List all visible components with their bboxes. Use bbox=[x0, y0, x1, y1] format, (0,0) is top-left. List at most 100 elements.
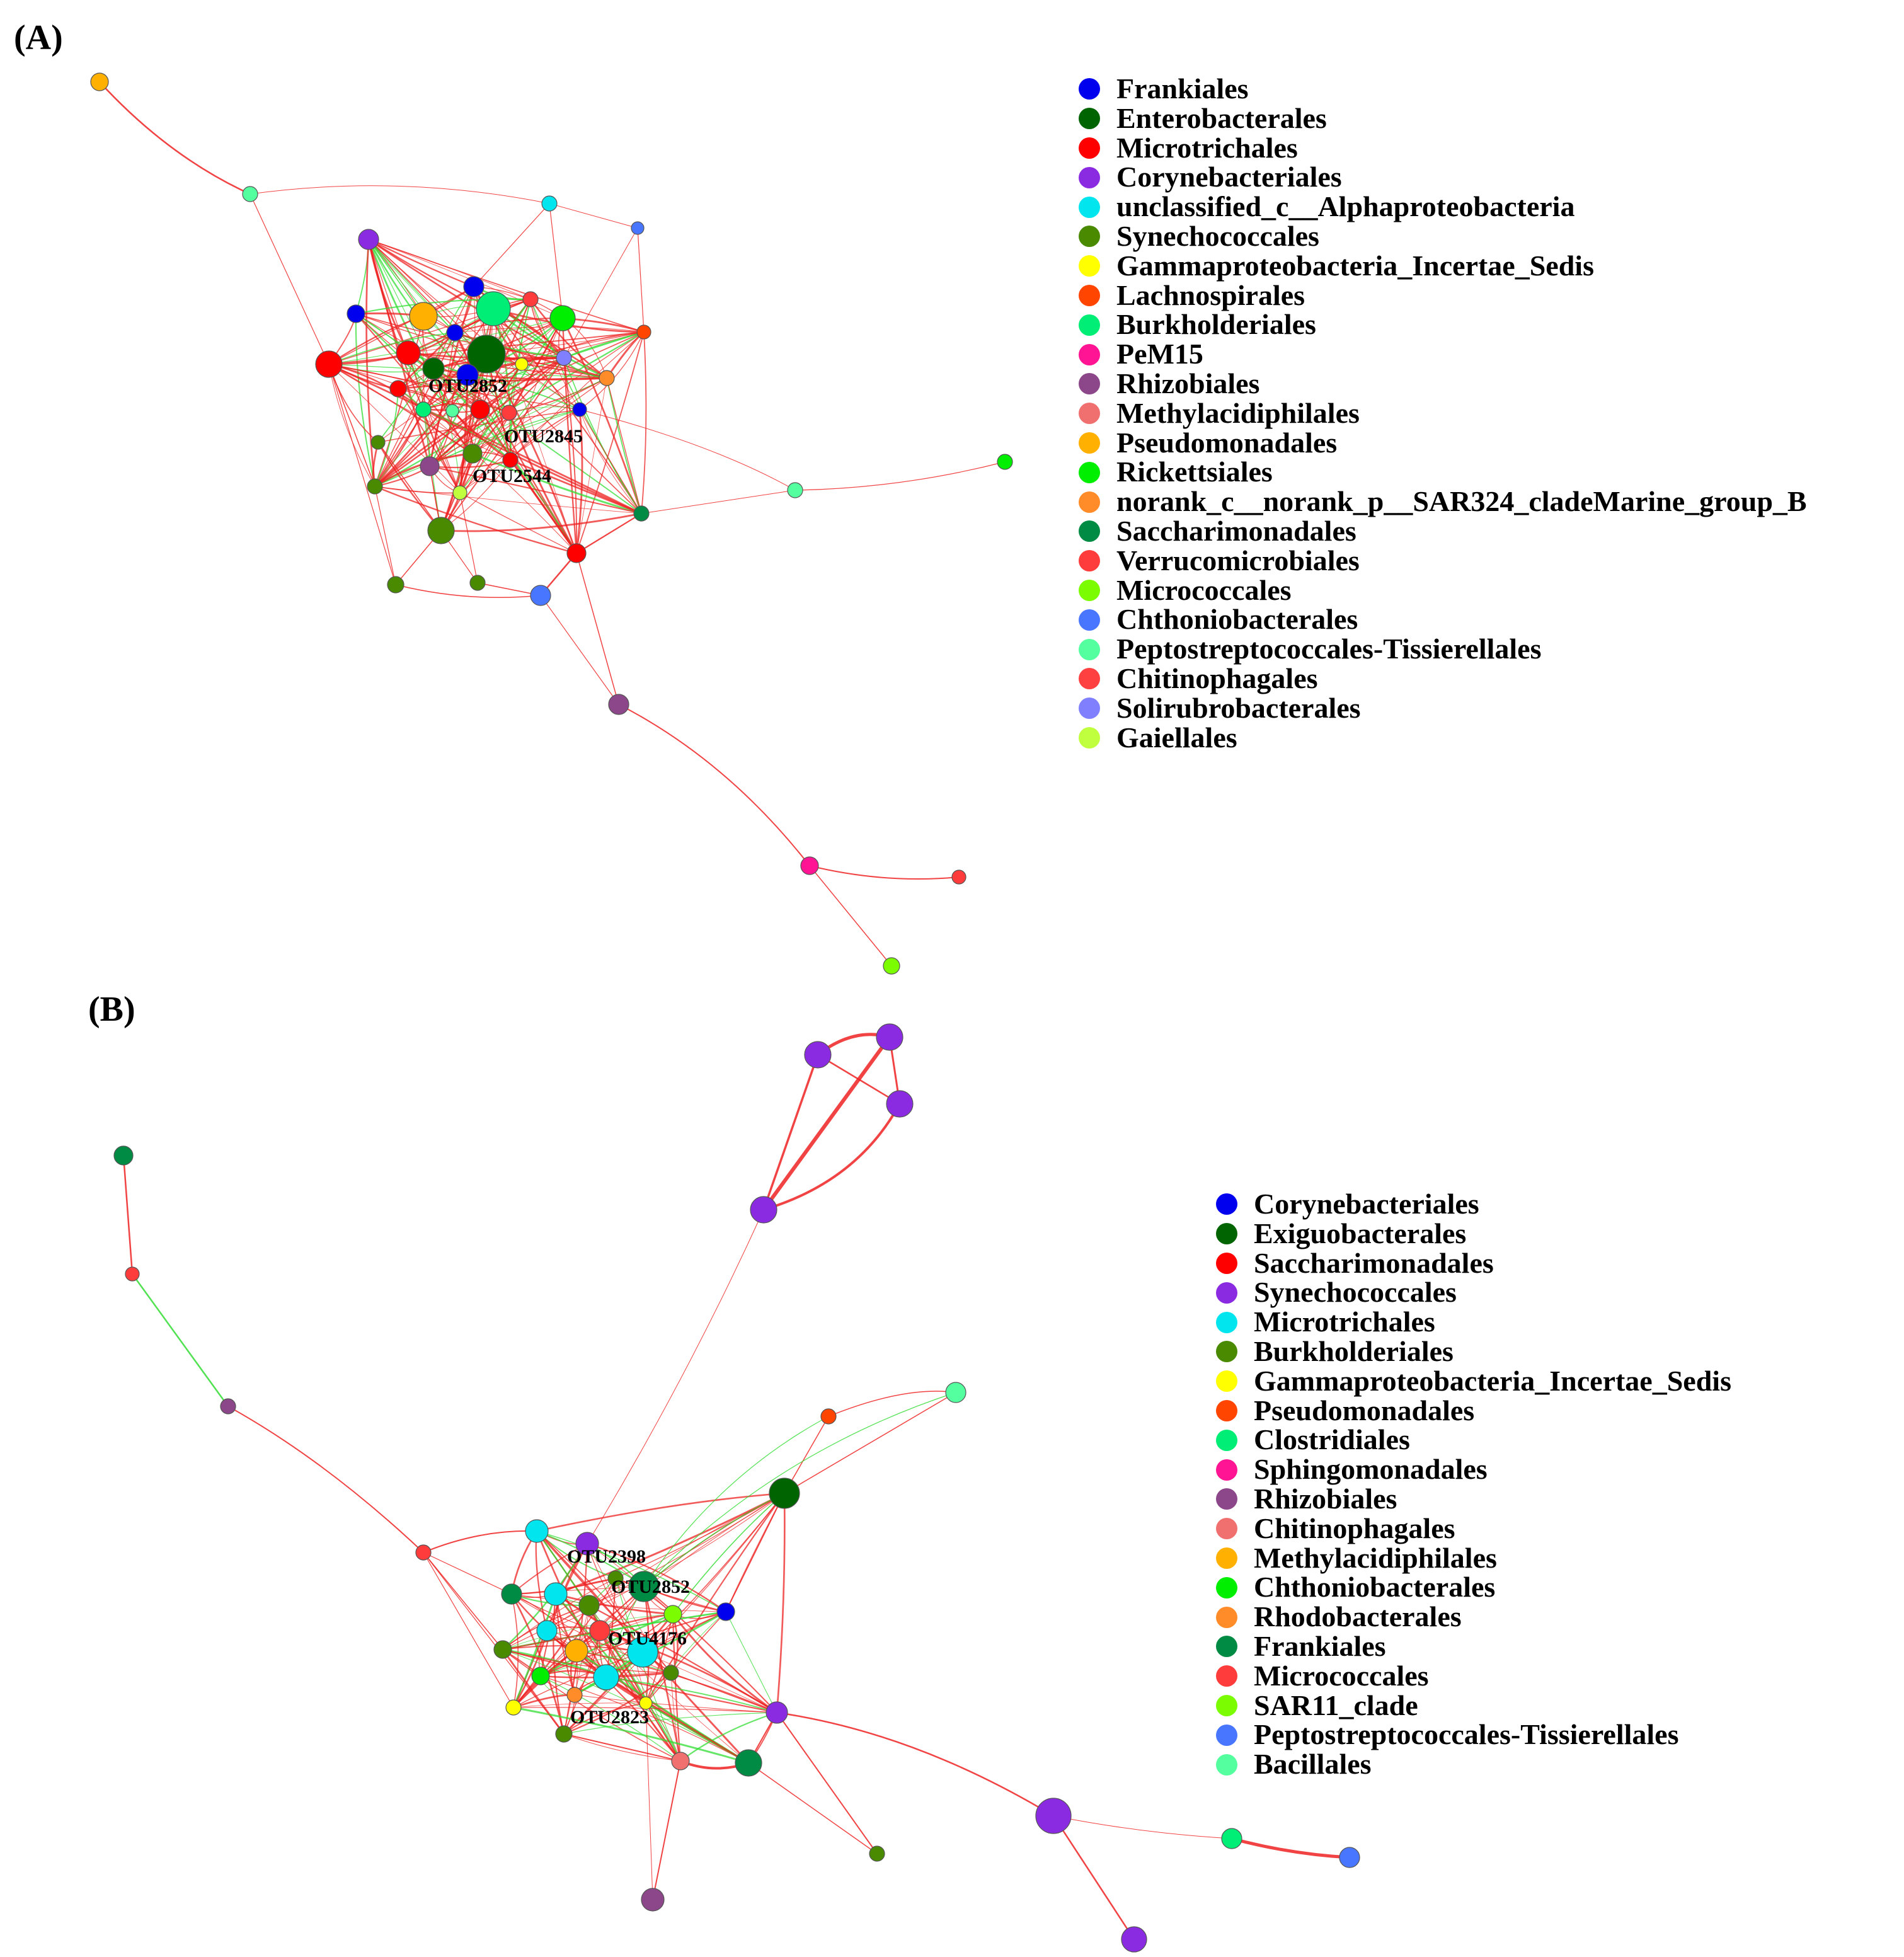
network-edge bbox=[368, 239, 580, 410]
network-edge bbox=[535, 1530, 548, 1631]
network-edge bbox=[599, 1630, 681, 1762]
network-node bbox=[804, 1041, 832, 1069]
network-edge bbox=[486, 331, 645, 355]
network-node bbox=[750, 1196, 777, 1224]
network-edge bbox=[374, 485, 577, 554]
legend-swatch bbox=[1216, 1636, 1237, 1658]
network-edge bbox=[762, 1036, 892, 1211]
network-node bbox=[445, 404, 459, 418]
network-node bbox=[663, 1605, 682, 1624]
node-label: OTU2398 bbox=[567, 1546, 646, 1567]
network-edge bbox=[605, 1677, 777, 1713]
legend-label: Enterobacterales bbox=[1116, 101, 1327, 134]
network-edge bbox=[467, 374, 580, 410]
network-node bbox=[315, 350, 343, 378]
network-edge bbox=[579, 409, 796, 491]
network-edge bbox=[652, 1760, 681, 1900]
legend-swatch bbox=[1079, 314, 1100, 336]
network-node bbox=[636, 324, 651, 340]
legend-label: Synechococcales bbox=[1254, 1276, 1457, 1309]
network-edge bbox=[540, 1675, 681, 1762]
network-edge bbox=[472, 452, 642, 515]
network-edge bbox=[472, 318, 563, 454]
network-edge bbox=[328, 364, 376, 487]
network-node bbox=[627, 1636, 658, 1668]
network-edge bbox=[502, 1614, 674, 1650]
legend-item: Methylacidiphilales bbox=[1079, 398, 1807, 428]
legend-label: Rhizobiales bbox=[1254, 1482, 1397, 1515]
network-edge bbox=[459, 409, 580, 493]
network-node bbox=[800, 856, 819, 875]
network-node bbox=[462, 444, 483, 464]
network-edge bbox=[454, 317, 563, 334]
legend-item: Saccharimonadales bbox=[1079, 514, 1807, 547]
network-edge bbox=[637, 227, 645, 333]
network-edge bbox=[828, 1391, 956, 1417]
legend-item: Frankiales bbox=[1079, 74, 1807, 104]
network-edge bbox=[368, 239, 510, 413]
node-label: OTU2852 bbox=[611, 1576, 690, 1597]
network-edge bbox=[473, 203, 550, 287]
network-node bbox=[769, 1478, 800, 1509]
network-edge bbox=[563, 1672, 672, 1735]
panel-a-label: (A) bbox=[14, 18, 63, 57]
network-edge bbox=[579, 409, 642, 514]
legend-swatch bbox=[1079, 432, 1100, 454]
network-node bbox=[566, 1687, 583, 1703]
legend-item: Saccharimonadales bbox=[1216, 1248, 1731, 1278]
legend-item: Rickettsiales bbox=[1079, 457, 1807, 487]
network-edge bbox=[555, 1593, 672, 1673]
legend-swatch bbox=[1079, 373, 1100, 395]
network-node bbox=[549, 305, 576, 331]
network-edge bbox=[368, 239, 645, 333]
network-node bbox=[541, 195, 558, 212]
legend-item: SAR11_clade bbox=[1216, 1690, 1731, 1721]
network-node bbox=[387, 576, 404, 594]
legend-item: unclassified_c__Alphaproteobacteria bbox=[1079, 192, 1807, 222]
network-edge bbox=[355, 313, 376, 487]
network-edge bbox=[809, 865, 960, 880]
network-edge bbox=[429, 357, 565, 468]
legend-item: Methylacidiphilales bbox=[1216, 1543, 1731, 1573]
network-edge bbox=[587, 1542, 726, 1612]
network-edge bbox=[643, 1392, 956, 1587]
legend-swatch bbox=[1216, 1576, 1237, 1598]
network-edge bbox=[776, 1493, 786, 1713]
network-node bbox=[589, 1620, 611, 1641]
legend-item: Micrococcales bbox=[1079, 575, 1807, 605]
legend-swatch bbox=[1079, 520, 1100, 542]
network-edge bbox=[374, 410, 453, 487]
network-node bbox=[575, 1532, 599, 1556]
network-edge bbox=[422, 409, 461, 493]
network-edge bbox=[423, 1552, 565, 1735]
legend-swatch bbox=[1216, 1370, 1237, 1392]
legend-item: Bacillales bbox=[1216, 1749, 1731, 1779]
network-edge bbox=[502, 1648, 777, 1714]
legend-swatch bbox=[1216, 1724, 1237, 1746]
network-edge bbox=[563, 1733, 681, 1762]
legend-swatch bbox=[1216, 1488, 1237, 1510]
network-edge bbox=[395, 584, 541, 599]
network-node bbox=[633, 505, 650, 522]
network-node bbox=[639, 1696, 653, 1710]
network-edge bbox=[511, 1593, 519, 1708]
network-edge bbox=[555, 1593, 674, 1616]
legend-label: Saccharimonadales bbox=[1116, 514, 1356, 547]
legend-item: Sphingomonadales bbox=[1216, 1454, 1731, 1484]
network-edge bbox=[645, 1702, 653, 1900]
network-edge bbox=[99, 81, 251, 195]
network-edge bbox=[579, 409, 642, 514]
network-edge bbox=[641, 490, 796, 514]
network-edge bbox=[328, 364, 396, 585]
network-edge bbox=[398, 377, 607, 390]
legend-item: Rhizobiales bbox=[1079, 369, 1807, 399]
network-node bbox=[502, 452, 519, 468]
network-edge bbox=[367, 239, 431, 467]
legend-swatch bbox=[1216, 1694, 1237, 1716]
network-edge bbox=[575, 409, 583, 554]
legend-label: Burkholderiales bbox=[1254, 1334, 1454, 1367]
node-label: OTU2852 bbox=[428, 376, 507, 396]
network-edge bbox=[576, 377, 607, 554]
network-edge bbox=[368, 239, 456, 333]
legend-item: Exiguobacterales bbox=[1216, 1219, 1731, 1249]
